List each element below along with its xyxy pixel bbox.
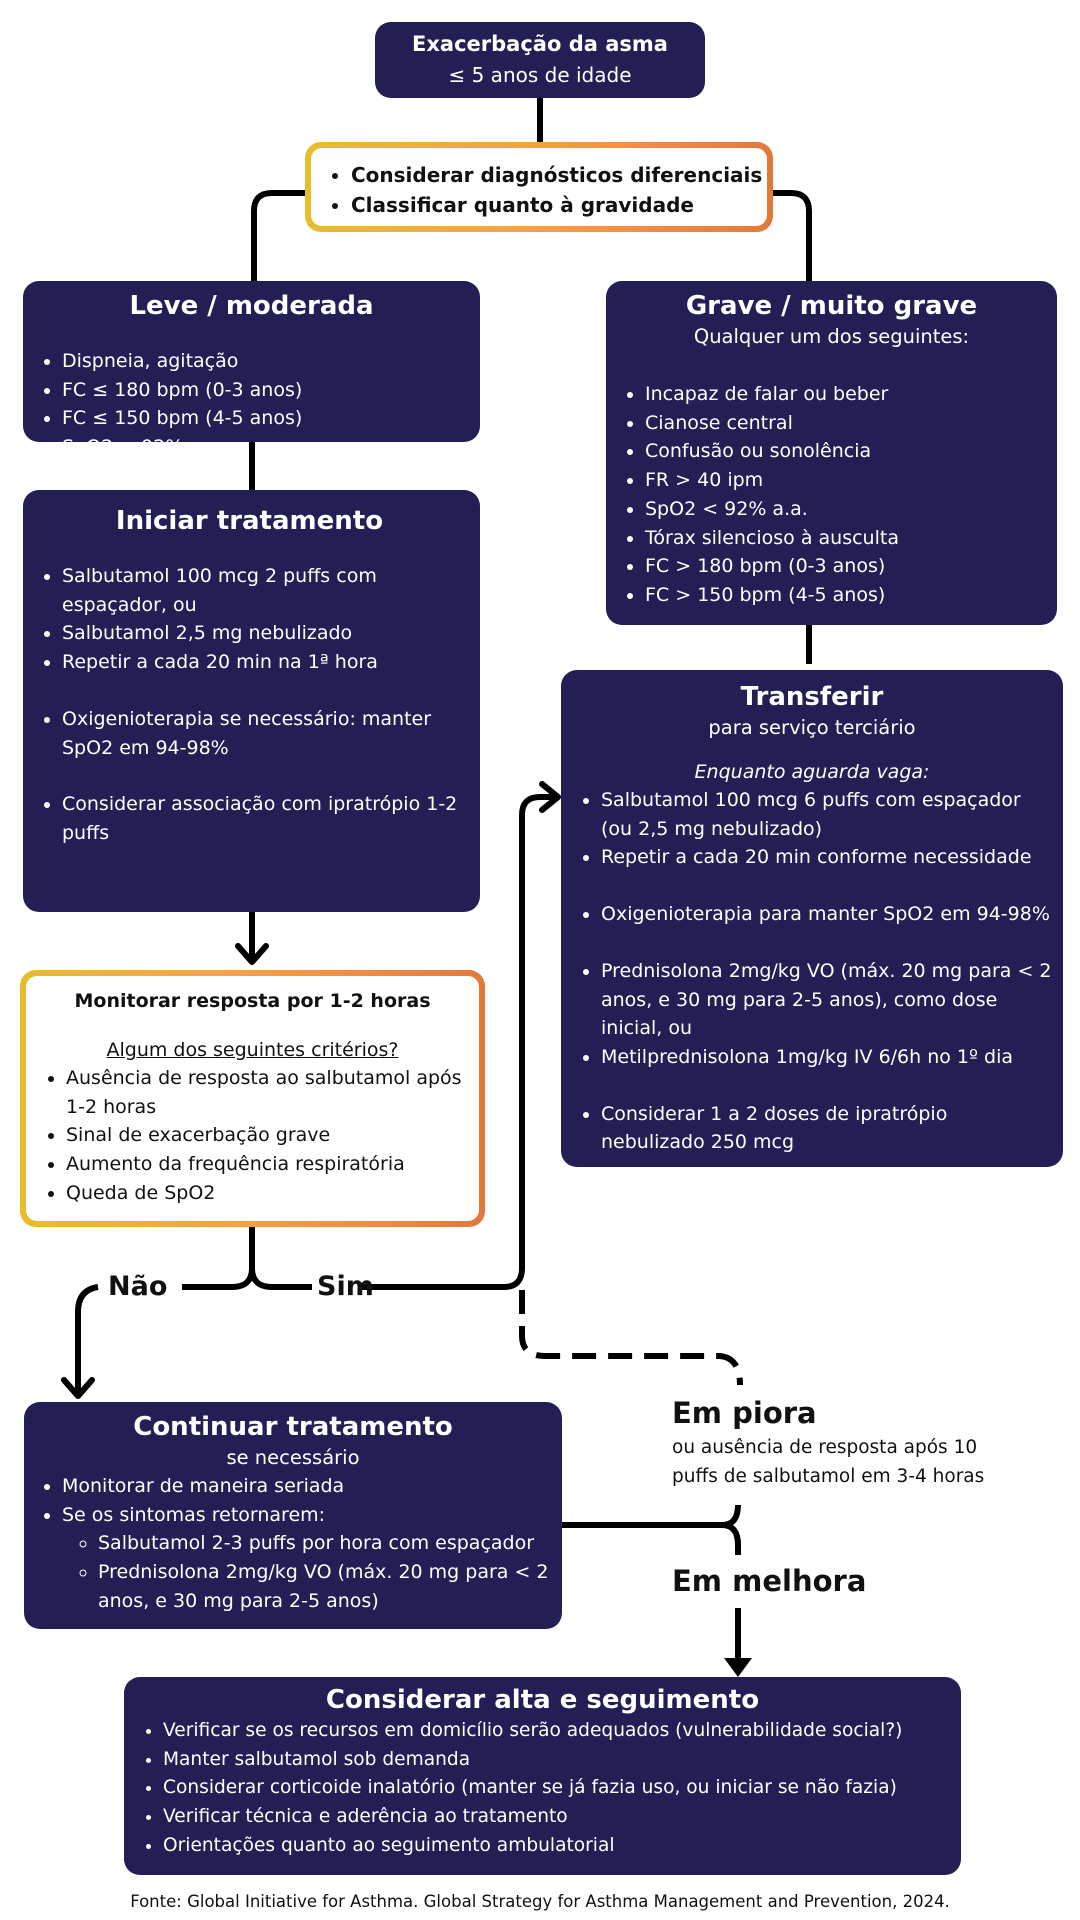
continue-substep: Salbutamol 2-3 puffs por hora com espaça… [98, 1529, 562, 1558]
start-title: Exacerbação da asma [412, 32, 668, 56]
transfer-title: Transferir [740, 682, 884, 712]
arrow-head-continue [61, 1377, 95, 1399]
continue-step-text: Se os sintomas retornarem: [62, 1503, 326, 1526]
worsening-title: Em piora [672, 1396, 817, 1430]
initial-step: Classificar quanto à gravidade [351, 190, 767, 220]
initial-step: Considerar diagnósticos diferenciais [351, 160, 767, 190]
connector-yes-to-transfer [362, 794, 556, 1290]
transfer-step: Oxigenioterapia para manter SpO2 em 94-9… [601, 900, 1057, 929]
transfer-waiting-label: Enquanto aguarda vaga: [694, 761, 930, 783]
arrow-head-monitor [235, 943, 269, 965]
brace-continue [562, 1504, 741, 1555]
transfer-step: Considerar 1 a 2 doses de ipratrópio neb… [601, 1100, 1057, 1157]
continue-title: Continuar tratamento [133, 1412, 453, 1442]
monitor-title: Monitorar resposta por 1-2 horas [74, 990, 431, 1012]
arrow-head-discharge [724, 1658, 752, 1677]
connector-steps-to-severe [773, 190, 812, 281]
improving-title: Em melhora [672, 1564, 867, 1598]
branch-yes-label: Sim [317, 1271, 374, 1302]
transfer-refractory: Casos refratários: sulfato de magnésio n… [601, 1185, 1057, 1271]
continue-subtitle: se necessário [226, 1446, 360, 1469]
severe-criterion: Incapaz de falar ou beber [645, 380, 1057, 409]
start-subtitle: ≤ 5 anos de idade [448, 63, 632, 87]
mild-node: Leve / moderada Dispneia, agitação FC ≤ … [23, 281, 480, 458]
monitor-criterion: Sinal de exacerbação grave [66, 1121, 479, 1150]
mild-title: Leve / moderada [129, 291, 374, 321]
start-treatment-title: Iniciar tratamento [115, 506, 384, 536]
monitor-node: Monitorar resposta por 1-2 horas Algum d… [20, 970, 485, 1227]
transfer-step: Prednisolona 2mg/kg VO (máx. 20 mg para … [601, 957, 1057, 1043]
discharge-title: Considerar alta e seguimento [325, 1685, 760, 1715]
branch-no-label: Não [108, 1271, 168, 1302]
transfer-step: Salbutamol 100 mcg 6 puffs com espaçador… [601, 786, 1057, 843]
mild-criterion: FC ≤ 150 bpm (4-5 anos) [62, 404, 480, 433]
connector-no-to-continue [75, 1284, 99, 1396]
source-footer: Fonte: Global Initiative for Asthma. Glo… [130, 1892, 950, 1911]
severe-subtitle: Qualquer um dos seguintes: [693, 325, 970, 348]
transfer-step: Metilprednisolona 1mg/kg IV 6/6h no 1º d… [601, 1043, 1057, 1072]
start-node: Exacerbação da asma ≤ 5 anos de idade [375, 22, 705, 98]
connector-worsening-dashed [519, 1290, 743, 1386]
treatment-step: Repetir a cada 20 min na 1ª hora [62, 648, 476, 677]
severe-criterion: FR > 40 ipm [645, 466, 1057, 495]
worsening-text: ou ausência de resposta após 10 puffs de… [672, 1437, 985, 1487]
discharge-step: Verificar se os recursos em domicílio se… [163, 1717, 961, 1746]
continue-step: Se os sintomas retornarem: Salbutamol 2-… [62, 1501, 562, 1616]
continue-node: Continuar tratamento se necessário Monit… [24, 1402, 562, 1629]
mild-criterion: SpO2 ≥ 92% a.a. [62, 433, 480, 462]
severe-criterion: Cianose central [645, 409, 1057, 438]
brace-monitor [182, 1227, 312, 1290]
discharge-step: Manter salbutamol sob demanda [163, 1746, 961, 1775]
discharge-step: Considerar corticoide inalatório (manter… [163, 1774, 961, 1803]
continue-substep: Prednisolona 2mg/kg VO (máx. 20 mg para … [98, 1558, 562, 1615]
transfer-subtitle: para serviço terciário [708, 716, 916, 739]
continue-step: Monitorar de maneira seriada [62, 1472, 562, 1501]
start-treatment-node: Iniciar tratamento Salbutamol 100 mcg 2 … [23, 490, 480, 912]
severe-criterion: Tórax silencioso à ausculta [645, 524, 1057, 553]
transfer-node: Transferir para serviço terciário Enquan… [561, 670, 1063, 1267]
treatment-step: Oxigenioterapia se necessário: manter Sp… [62, 705, 476, 762]
severe-title: Grave / muito grave [685, 291, 978, 321]
severe-node: Grave / muito grave Qualquer um dos segu… [606, 281, 1057, 625]
arrow-head-transfer [539, 781, 561, 813]
monitor-criterion: Aumento da frequência respiratória [66, 1150, 479, 1179]
discharge-step: Verificar técnica e aderência ao tratame… [163, 1803, 961, 1832]
severe-criterion: FC > 150 bpm (4-5 anos) [645, 581, 1057, 610]
refractory-text: : sulfato de magnésio nebulizado (≥ 2 an… [601, 1188, 976, 1268]
severe-criterion: Confusão ou sonolência [645, 437, 1057, 466]
severe-criterion: SpO2 < 92% a.a. [645, 495, 1057, 524]
connector-steps-to-mild [251, 190, 305, 281]
discharge-step: Orientações quanto ao seguimento ambulat… [163, 1832, 961, 1861]
treatment-step: Considerar associação com ipratrópio 1-2… [62, 790, 476, 847]
monitor-criterion: Queda de SpO2 [66, 1179, 479, 1208]
monitor-question: Algum dos seguintes critérios? [106, 1039, 399, 1061]
monitor-criterion: Ausência de resposta ao salbutamol após … [66, 1064, 479, 1121]
treatment-step: Salbutamol 2,5 mg nebulizado [62, 619, 476, 648]
mild-criterion: Dispneia, agitação [62, 347, 480, 376]
refractory-label: Casos refratários [601, 1188, 763, 1211]
discharge-node: Considerar alta e seguimento Verificar s… [124, 1677, 961, 1875]
transfer-step: Repetir a cada 20 min conforme necessida… [601, 843, 1057, 872]
treatment-step: Salbutamol 100 mcg 2 puffs com espaçador… [62, 562, 476, 619]
severe-criterion: FC > 180 bpm (0-3 anos) [645, 552, 1057, 581]
initial-steps-node: Considerar diagnósticos diferenciais Cla… [305, 142, 773, 232]
mild-criterion: FC ≤ 180 bpm (0-3 anos) [62, 376, 480, 405]
